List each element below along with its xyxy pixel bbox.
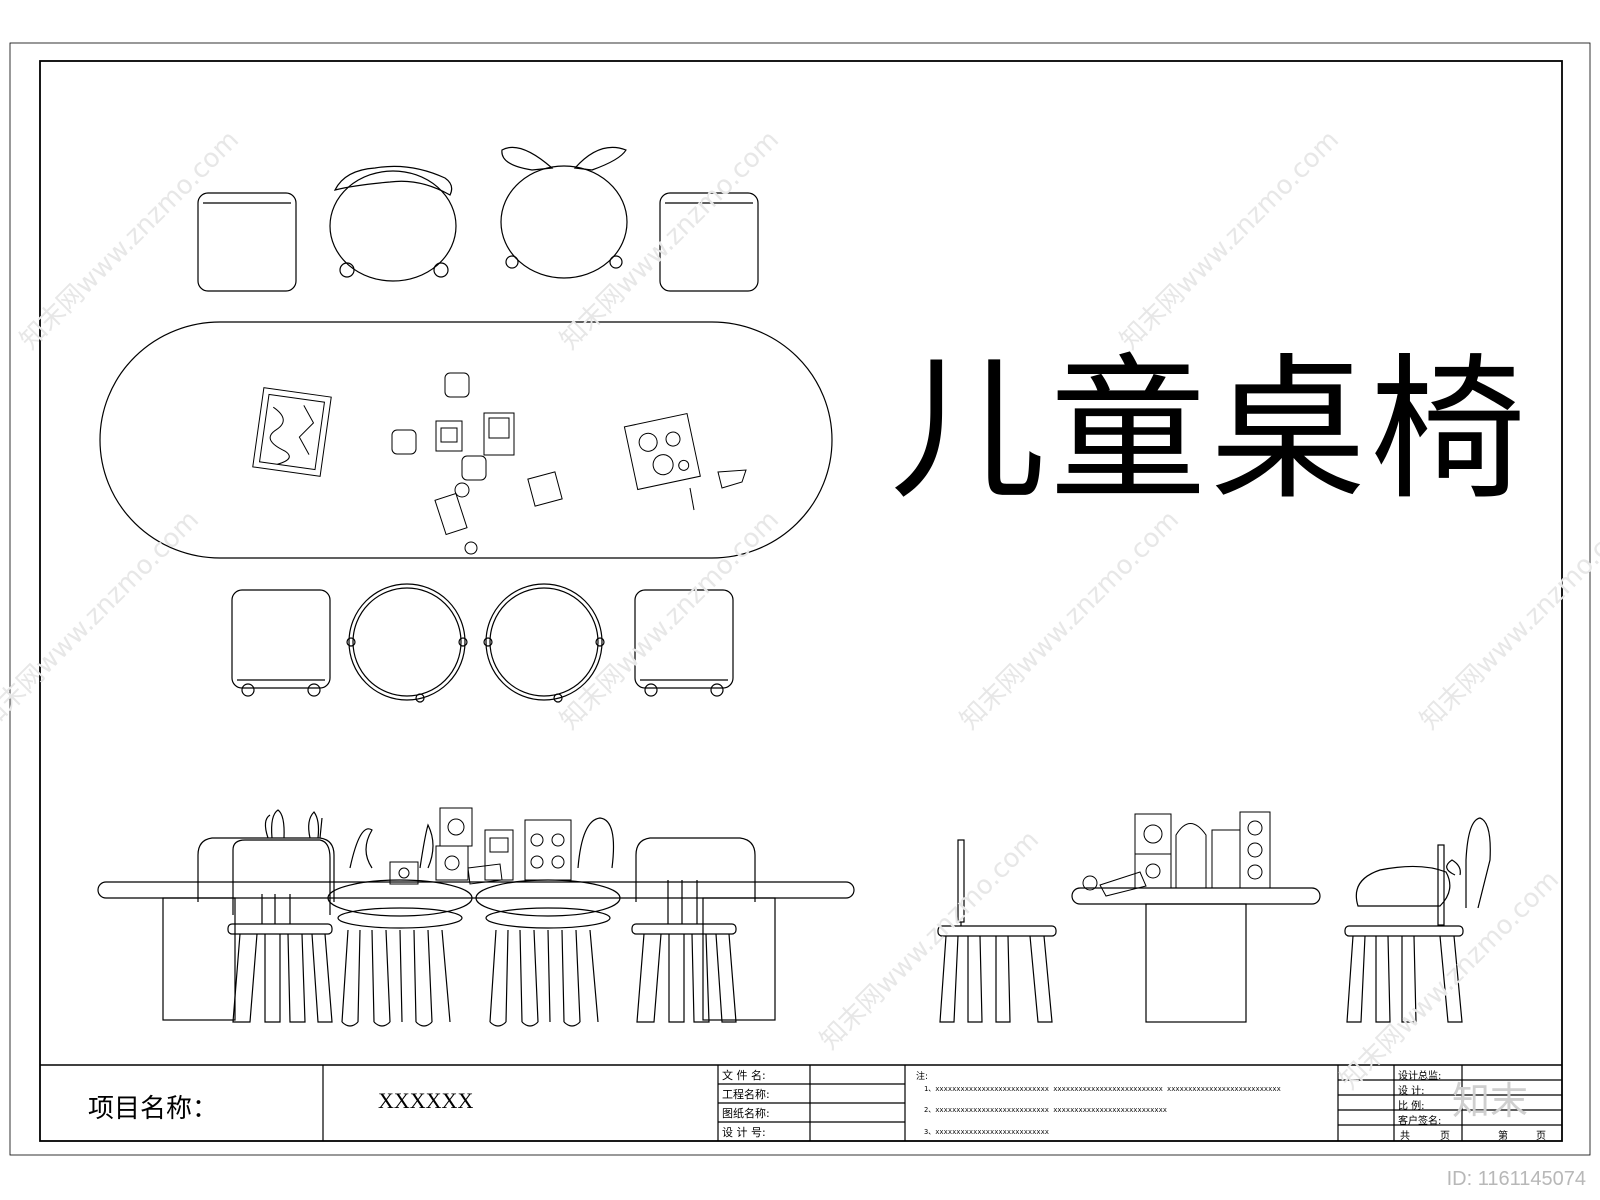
title-block [40, 1064, 1562, 1141]
side-blocks [1082, 811, 1271, 897]
plan-round-chair [329, 165, 457, 282]
brand-logo-watermark: 知末 [1452, 1079, 1529, 1123]
elev-chair [197, 837, 335, 1023]
note-line: 3、xxxxxxxxxxxxxxxxxxxxxxxxxxx [924, 1128, 1050, 1136]
notes-label: 注: [916, 1072, 929, 1082]
note-line: 2、xxxxxxxxxxxxxxxxxxxxxxxxxxx xxxxxxxxxx… [924, 1106, 1168, 1114]
drawing-name-label: 图纸名称: [722, 1107, 770, 1120]
plan-square-stool [634, 589, 734, 697]
file-name-label: 文 件 名: [722, 1069, 766, 1082]
side-bunny-chair [1344, 817, 1491, 1023]
side-elevation [937, 811, 1491, 1023]
note-line: 1、xxxxxxxxxxxxxxxxxxxxxxxxxxx xxxxxxxxxx… [924, 1085, 1281, 1093]
elev-blocks [389, 807, 572, 885]
elev-chair [631, 837, 756, 1023]
plan-square-stool [197, 192, 297, 292]
plan-oval-table [99, 321, 833, 559]
sign-client: 客户签名: [1398, 1116, 1442, 1127]
plan-round-chair [483, 583, 605, 703]
image-id: ID: 1161145074 [1446, 1168, 1586, 1190]
project-name-field-label: 工程名称: [722, 1088, 770, 1101]
plan-square-stool [659, 192, 759, 292]
elev-round-chair [327, 823, 473, 1027]
plan-bunny-chair [500, 146, 628, 279]
sign-designer: 设 计: [1398, 1086, 1425, 1097]
front-elevation [97, 807, 855, 1027]
plan-square-stool [231, 589, 331, 697]
elev-bunny-chair [475, 817, 621, 1027]
current-page-label: 第 [1498, 1131, 1508, 1142]
drawing-title: 儿童桌椅 [890, 339, 1530, 521]
project-name-label: 项目名称： [88, 1094, 219, 1124]
design-no-label: 设 计 号: [722, 1126, 766, 1139]
total-pages-unit: 页 [1440, 1131, 1450, 1142]
project-name-value: XXXXXX [378, 1088, 474, 1113]
plan-round-chair [346, 583, 468, 703]
plan-view [99, 146, 833, 703]
side-chair [937, 839, 1057, 1023]
inner-border [39, 60, 1563, 1142]
sign-scale: 比 例: [1398, 1101, 1425, 1112]
outer-border [9, 42, 1591, 1156]
sign-design-director: 设计总监: [1398, 1071, 1442, 1082]
total-pages-label: 共 [1400, 1131, 1410, 1142]
plan-toys [252, 372, 747, 555]
current-page-unit: 页 [1536, 1131, 1546, 1142]
